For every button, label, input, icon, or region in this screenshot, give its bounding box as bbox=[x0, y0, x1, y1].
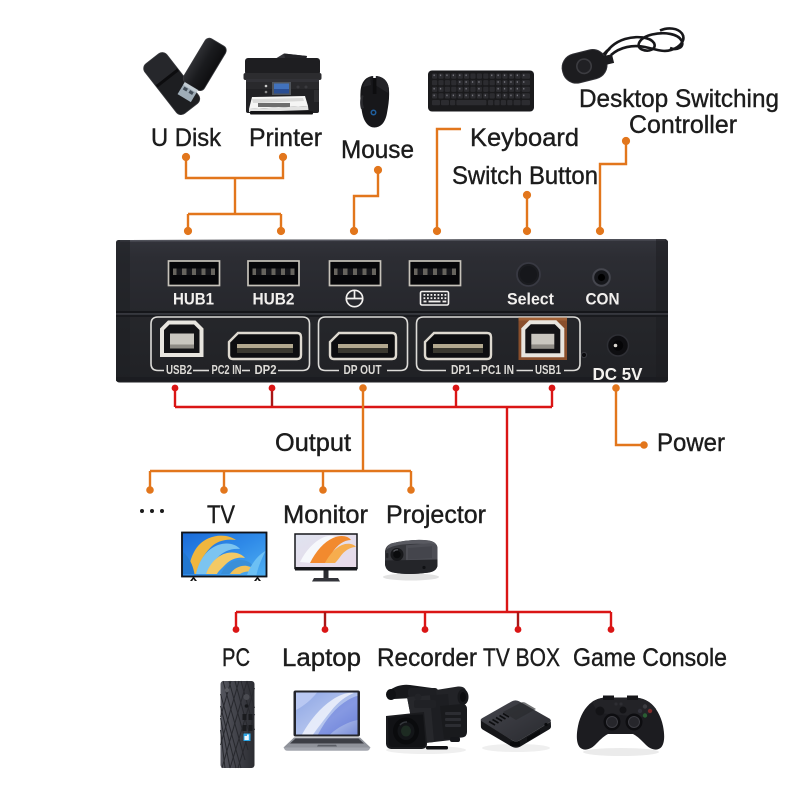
svg-text:U Disk: U Disk bbox=[151, 124, 221, 152]
svg-text:DP OUT: DP OUT bbox=[344, 363, 382, 377]
svg-text:Select: Select bbox=[507, 290, 554, 309]
svg-text:Desktop Switching: Desktop Switching bbox=[579, 85, 779, 113]
svg-text:Monitor: Monitor bbox=[283, 501, 368, 529]
svg-text:Power: Power bbox=[657, 429, 725, 457]
svg-text:DC 5V: DC 5V bbox=[593, 364, 643, 384]
svg-text:HUB1: HUB1 bbox=[173, 290, 214, 309]
svg-text:Printer: Printer bbox=[249, 124, 322, 152]
svg-text:CON: CON bbox=[586, 290, 620, 309]
svg-text:TV BOX: TV BOX bbox=[483, 644, 560, 672]
svg-text:Switch Button: Switch Button bbox=[452, 162, 598, 190]
svg-text:Projector: Projector bbox=[386, 501, 486, 529]
svg-text:Recorder: Recorder bbox=[377, 644, 477, 672]
svg-text:Game Console: Game Console bbox=[573, 644, 727, 672]
svg-text:DP1: DP1 bbox=[451, 363, 471, 377]
svg-text:PC1 IN: PC1 IN bbox=[481, 363, 514, 377]
svg-text:USB2: USB2 bbox=[166, 363, 192, 377]
svg-text:Keyboard: Keyboard bbox=[470, 124, 579, 152]
svg-text:PC: PC bbox=[222, 644, 250, 672]
svg-text:Laptop: Laptop bbox=[282, 644, 361, 672]
svg-text:Output: Output bbox=[275, 429, 351, 457]
svg-text:USB1: USB1 bbox=[535, 363, 561, 377]
svg-text:DP2: DP2 bbox=[255, 363, 277, 377]
svg-text:HUB2: HUB2 bbox=[253, 290, 295, 309]
svg-text:Controller: Controller bbox=[629, 111, 737, 139]
svg-text:Mouse: Mouse bbox=[341, 136, 414, 164]
svg-text:PC2 IN: PC2 IN bbox=[212, 363, 242, 377]
svg-text:TV: TV bbox=[207, 501, 235, 529]
